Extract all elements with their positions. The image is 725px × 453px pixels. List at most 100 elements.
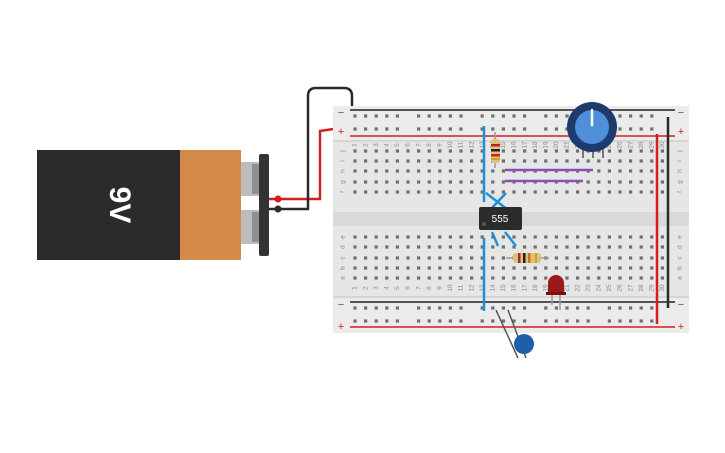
hole-top-f-29[interactable] — [650, 190, 654, 194]
hole-bottom-e-24[interactable] — [597, 235, 601, 239]
hole-bottom-c-20[interactable] — [554, 256, 558, 260]
hole-bottom-c-7[interactable] — [417, 256, 421, 260]
hole-bottom-b-20[interactable] — [554, 266, 558, 270]
hole-top-i-27[interactable] — [629, 159, 633, 163]
hole-rail-bottom-1-10[interactable] — [448, 319, 452, 323]
hole-bottom-d-9[interactable] — [438, 245, 442, 249]
hole-bottom-b-15[interactable] — [501, 266, 505, 270]
hole-bottom-c-12[interactable] — [470, 256, 474, 260]
hole-top-g-14[interactable] — [491, 180, 495, 184]
hole-top-g-29[interactable] — [650, 180, 654, 184]
hole-rail-top-0-17[interactable] — [523, 114, 527, 118]
hole-top-i-20[interactable] — [554, 159, 558, 163]
battery-black-lead[interactable] — [269, 86, 354, 211]
hole-top-j-19[interactable] — [544, 149, 548, 153]
hole-rail-bottom-0-22[interactable] — [576, 306, 580, 310]
hole-rail-bottom-0-17[interactable] — [523, 306, 527, 310]
hole-top-f-21[interactable] — [565, 190, 569, 194]
hole-rail-bottom-1-8[interactable] — [427, 319, 431, 323]
hole-rail-bottom-1-28[interactable] — [639, 319, 643, 323]
hole-bottom-c-4[interactable] — [385, 256, 389, 260]
hole-rail-bottom-1-25[interactable] — [607, 319, 611, 323]
hole-top-j-18[interactable] — [533, 149, 537, 153]
hole-bottom-e-12[interactable] — [470, 235, 474, 239]
hole-bottom-c-5[interactable] — [395, 256, 399, 260]
hole-top-i-3[interactable] — [374, 159, 378, 163]
hole-bottom-e-2[interactable] — [364, 235, 368, 239]
hole-rail-top-1-11[interactable] — [459, 127, 463, 131]
hole-top-h-6[interactable] — [406, 169, 410, 173]
led[interactable] — [546, 275, 566, 310]
hole-bottom-c-22[interactable] — [576, 256, 580, 260]
hole-top-j-9[interactable] — [438, 149, 442, 153]
hole-top-g-25[interactable] — [607, 180, 611, 184]
hole-bottom-b-30[interactable] — [660, 266, 664, 270]
hole-bottom-a-17[interactable] — [523, 276, 527, 280]
hole-rail-bottom-1-29[interactable] — [650, 319, 654, 323]
hole-bottom-b-8[interactable] — [427, 266, 431, 270]
hole-top-g-30[interactable] — [660, 180, 664, 184]
hole-rail-top-0-2[interactable] — [364, 114, 368, 118]
hole-rail-bottom-1-9[interactable] — [438, 319, 442, 323]
hole-rail-top-1-29[interactable] — [650, 127, 654, 131]
blue-wire-bottom-cross-a[interactable] — [490, 231, 500, 247]
hole-rail-bottom-1-15[interactable] — [501, 319, 505, 323]
hole-bottom-a-30[interactable] — [660, 276, 664, 280]
hole-rail-top-0-14[interactable] — [491, 114, 495, 118]
hole-top-h-10[interactable] — [448, 169, 452, 173]
hole-top-j-8[interactable] — [427, 149, 431, 153]
hole-top-i-9[interactable] — [438, 159, 442, 163]
hole-bottom-d-18[interactable] — [533, 245, 537, 249]
hole-bottom-e-16[interactable] — [512, 235, 516, 239]
hole-top-f-4[interactable] — [385, 190, 389, 194]
hole-bottom-e-25[interactable] — [607, 235, 611, 239]
hole-bottom-b-17[interactable] — [523, 266, 527, 270]
hole-rail-top-0-10[interactable] — [448, 114, 452, 118]
hole-rail-top-0-3[interactable] — [374, 114, 378, 118]
hole-bottom-c-25[interactable] — [607, 256, 611, 260]
hole-bottom-d-23[interactable] — [586, 245, 590, 249]
hole-bottom-a-11[interactable] — [459, 276, 463, 280]
hole-bottom-d-26[interactable] — [618, 245, 622, 249]
hole-top-i-25[interactable] — [607, 159, 611, 163]
hole-top-i-5[interactable] — [395, 159, 399, 163]
hole-rail-top-0-27[interactable] — [629, 114, 633, 118]
hole-bottom-d-11[interactable] — [459, 245, 463, 249]
hole-top-g-11[interactable] — [459, 180, 463, 184]
hole-bottom-c-14[interactable] — [491, 256, 495, 260]
hole-bottom-b-28[interactable] — [639, 266, 643, 270]
hole-top-f-13[interactable] — [480, 190, 484, 194]
hole-bottom-d-24[interactable] — [597, 245, 601, 249]
hole-top-i-10[interactable] — [448, 159, 452, 163]
hole-rail-bottom-0-26[interactable] — [618, 306, 622, 310]
hole-rail-bottom-0-28[interactable] — [639, 306, 643, 310]
hole-top-f-26[interactable] — [618, 190, 622, 194]
hole-top-h-26[interactable] — [618, 169, 622, 173]
hole-bottom-e-15[interactable] — [501, 235, 505, 239]
hole-rail-bottom-0-20[interactable] — [554, 306, 558, 310]
hole-top-f-12[interactable] — [470, 190, 474, 194]
hole-top-j-20[interactable] — [554, 149, 558, 153]
hole-bottom-d-4[interactable] — [385, 245, 389, 249]
hole-rail-top-1-14[interactable] — [491, 127, 495, 131]
hole-top-h-3[interactable] — [374, 169, 378, 173]
hole-bottom-e-1[interactable] — [353, 235, 357, 239]
hole-bottom-e-19[interactable] — [544, 235, 548, 239]
hole-bottom-c-23[interactable] — [586, 256, 590, 260]
hole-rail-bottom-1-1[interactable] — [353, 319, 357, 323]
hole-top-j-29[interactable] — [650, 149, 654, 153]
hole-rail-top-1-28[interactable] — [639, 127, 643, 131]
hole-bottom-a-18[interactable] — [533, 276, 537, 280]
hole-bottom-c-30[interactable] — [660, 256, 664, 260]
hole-bottom-e-9[interactable] — [438, 235, 442, 239]
hole-rail-top-1-17[interactable] — [523, 127, 527, 131]
hole-rail-top-0-4[interactable] — [385, 114, 389, 118]
hole-bottom-d-5[interactable] — [395, 245, 399, 249]
hole-top-h-12[interactable] — [470, 169, 474, 173]
hole-rail-bottom-1-19[interactable] — [544, 319, 548, 323]
hole-top-j-4[interactable] — [385, 149, 389, 153]
hole-bottom-b-22[interactable] — [576, 266, 580, 270]
hole-bottom-c-2[interactable] — [364, 256, 368, 260]
hole-rail-top-1-20[interactable] — [554, 127, 558, 131]
hole-top-h-1[interactable] — [353, 169, 357, 173]
